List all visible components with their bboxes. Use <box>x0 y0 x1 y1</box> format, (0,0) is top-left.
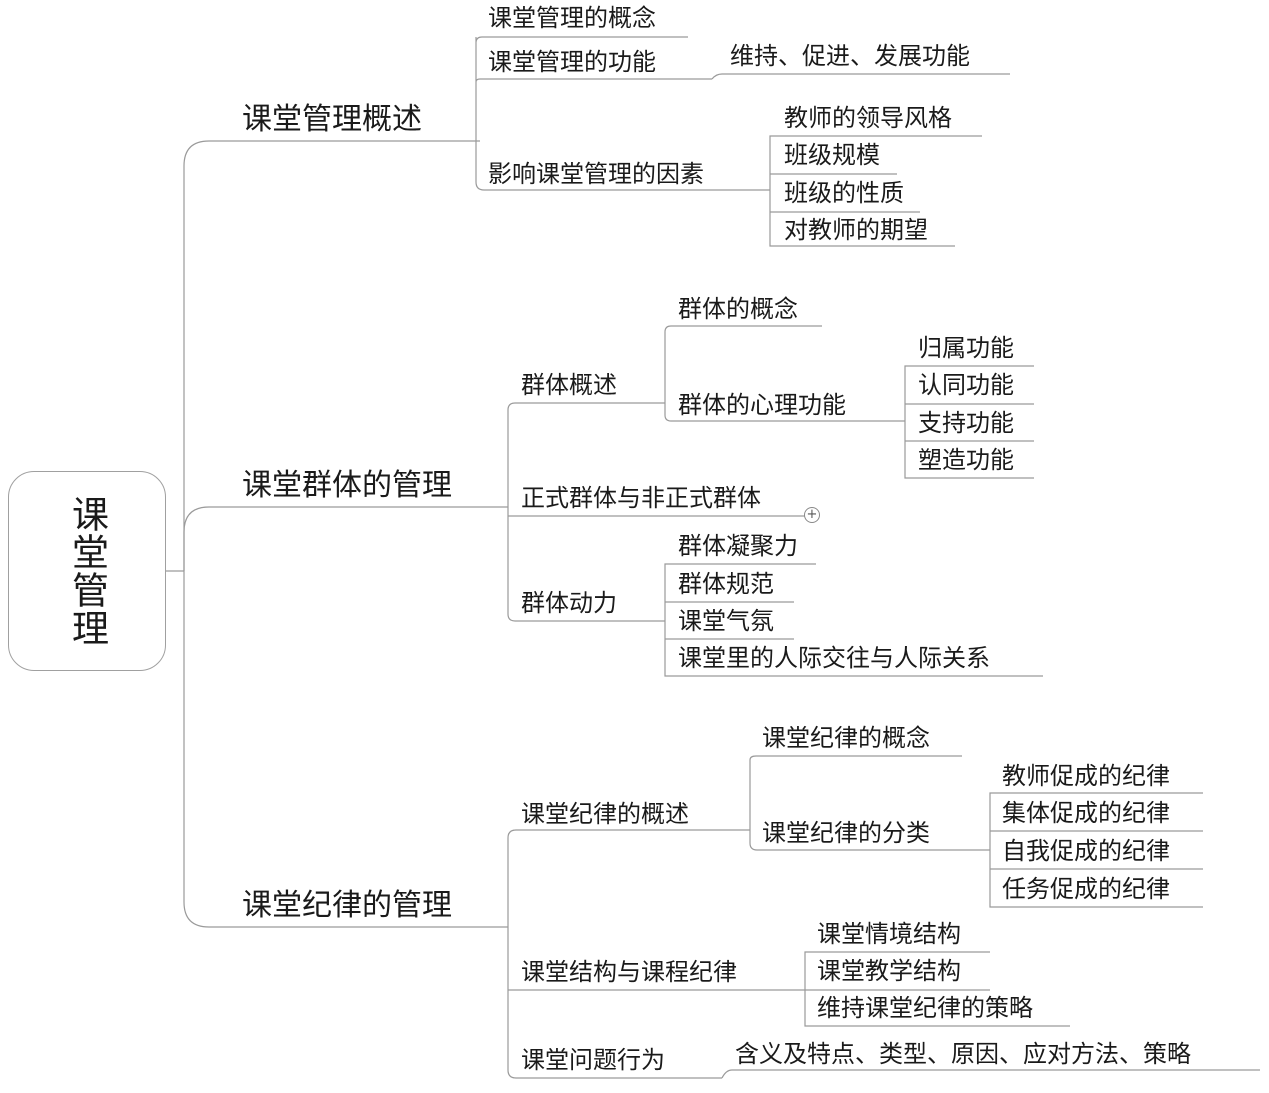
connector-root-discipline <box>183 571 508 928</box>
node-problem-behavior-detail[interactable]: 含义及特点、类型、原因、应对方法、策略 <box>735 1040 1191 1068</box>
connector-dynamics-bracket <box>664 563 1043 677</box>
node-shaping-function[interactable]: 塑造功能 <box>918 446 1014 474</box>
node-group-psych-function[interactable]: 群体的心理功能 <box>678 391 846 419</box>
node-task-discipline[interactable]: 任务促成的纪律 <box>1002 875 1170 903</box>
node-factor-class-nature[interactable]: 班级的性质 <box>784 179 904 207</box>
node-teaching-structure[interactable]: 课堂教学结构 <box>817 957 961 985</box>
node-discipline-types[interactable]: 课堂纪律的分类 <box>762 819 930 847</box>
node-teacher-discipline[interactable]: 教师促成的纪律 <box>1002 762 1170 790</box>
node-discipline-overview[interactable]: 课堂纪律的概述 <box>521 800 689 828</box>
node-function-detail[interactable]: 维持、促进、发展功能 <box>730 42 970 70</box>
connector-root-group <box>183 506 508 571</box>
connector-group-overview-bracket <box>664 325 905 422</box>
node-structure-discipline[interactable]: 课堂结构与课程纪律 <box>521 958 737 986</box>
node-problem-behavior[interactable]: 课堂问题行为 <box>521 1046 665 1074</box>
connector-function-child <box>711 73 1010 80</box>
root-node[interactable]: 课堂管理 <box>8 471 166 671</box>
connector-overview-bracket <box>475 36 752 191</box>
node-collective-discipline[interactable]: 集体促成的纪律 <box>1002 799 1170 827</box>
node-support-function[interactable]: 支持功能 <box>918 409 1014 437</box>
connector-psych-bracket <box>904 365 1034 479</box>
node-group-concept[interactable]: 群体的概念 <box>678 295 798 323</box>
node-factor-expectation[interactable]: 对教师的期望 <box>784 216 928 244</box>
branch-group-management[interactable]: 课堂群体的管理 <box>242 468 452 503</box>
node-belonging-function[interactable]: 归属功能 <box>918 334 1014 362</box>
connector-disc-types-bracket <box>989 792 1203 908</box>
node-factor-leadership[interactable]: 教师的领导风格 <box>784 104 952 132</box>
branch-discipline-management[interactable]: 课堂纪律的管理 <box>242 888 452 923</box>
connector-problem-child <box>721 1069 1260 1079</box>
node-identity-function[interactable]: 认同功能 <box>918 371 1014 399</box>
node-self-discipline[interactable]: 自我促成的纪律 <box>1002 837 1170 865</box>
node-group-overview[interactable]: 群体概述 <box>521 371 617 399</box>
connector-disc-overview-bracket <box>749 755 990 851</box>
connector-group-bracket <box>507 402 806 622</box>
node-interpersonal[interactable]: 课堂里的人际交往与人际关系 <box>678 644 990 672</box>
node-group-norms[interactable]: 群体规范 <box>678 570 774 598</box>
branch-overview[interactable]: 课堂管理概述 <box>242 102 422 137</box>
connector-factors-bracket <box>752 135 982 247</box>
node-class-atmosphere[interactable]: 课堂气氛 <box>678 607 774 635</box>
node-formal-informal-group[interactable]: 正式群体与非正式群体 <box>521 484 761 512</box>
node-cohesion[interactable]: 群体凝聚力 <box>678 532 798 560</box>
node-discipline-concept[interactable]: 课堂纪律的概念 <box>762 724 930 752</box>
node-management-concept[interactable]: 课堂管理的概念 <box>488 4 656 32</box>
connector-structure-bracket <box>804 951 1070 1027</box>
node-management-factors[interactable]: 影响课堂管理的因素 <box>488 160 704 188</box>
expand-toggle-icon[interactable]: + <box>804 507 820 523</box>
root-label: 课堂管理 <box>65 495 109 647</box>
node-situation-structure[interactable]: 课堂情境结构 <box>817 920 961 948</box>
connector-root-overview <box>183 140 480 571</box>
connector-discipline-bracket <box>507 829 805 1079</box>
node-factor-class-size[interactable]: 班级规模 <box>784 141 880 169</box>
node-group-dynamics[interactable]: 群体动力 <box>521 589 617 617</box>
node-management-function[interactable]: 课堂管理的功能 <box>488 48 656 76</box>
node-discipline-strategy[interactable]: 维持课堂纪律的策略 <box>817 994 1033 1022</box>
